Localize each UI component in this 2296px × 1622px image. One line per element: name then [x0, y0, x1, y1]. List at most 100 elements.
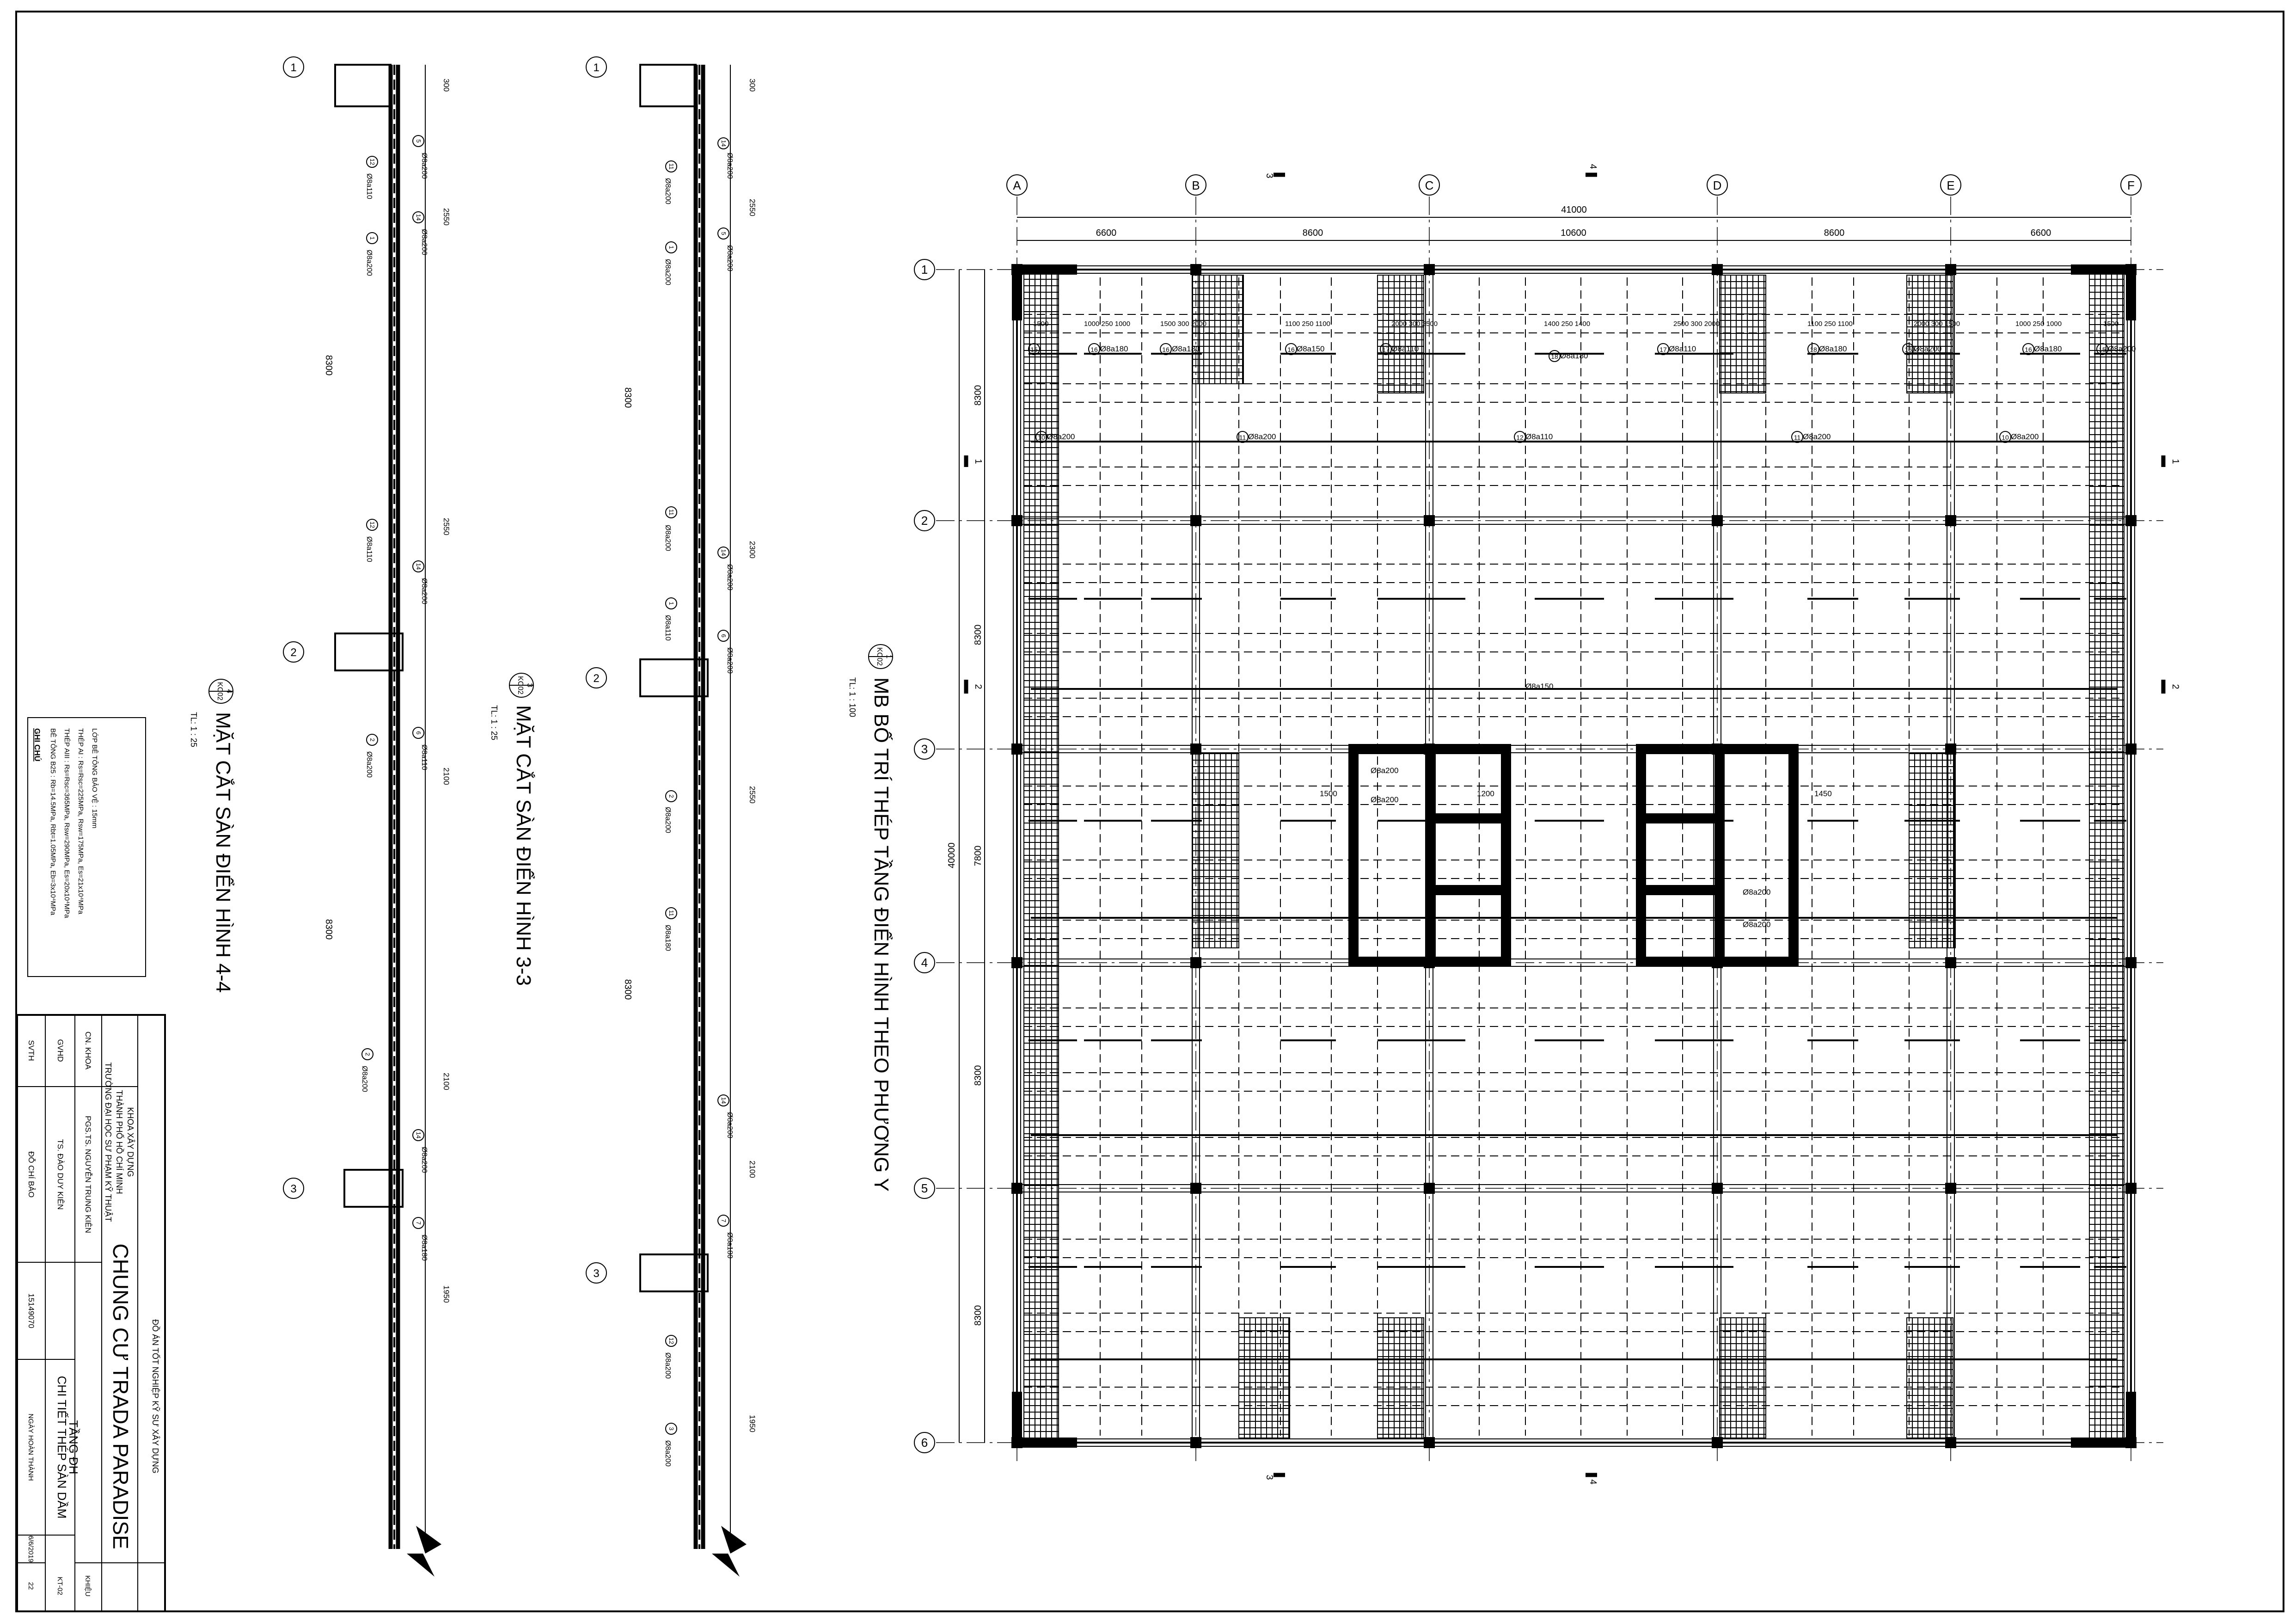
- sheet-number: 22: [27, 1582, 35, 1590]
- column: [2125, 1437, 2137, 1448]
- sheet-label: KHIỆU: [84, 1575, 92, 1597]
- dim-span-34: 7800: [973, 846, 983, 866]
- sec44-mark: 5: [415, 139, 422, 142]
- cut-mark-1-left: 1: [973, 459, 983, 464]
- plan-tag-top: KC02: [876, 647, 883, 666]
- sec33-mark: 14: [720, 549, 727, 556]
- rebar-mesh: [1192, 275, 1244, 384]
- sec44-mark: 6: [415, 731, 422, 734]
- column: [1712, 515, 1723, 526]
- column: [1190, 1437, 1201, 1448]
- bar-label: Ø8a180: [2034, 344, 2062, 353]
- axis-label-1: 1: [921, 263, 928, 276]
- sec33-mark: 2: [668, 794, 675, 798]
- dim-span-ab: 6600: [1096, 228, 1117, 238]
- sec33-dim: 300: [748, 79, 757, 92]
- column: [1190, 515, 1201, 526]
- plan-title: MB BỐ TRÍ THÉP TẦNG ĐIỂN HÌNH THEO PHƯƠN…: [870, 677, 894, 1192]
- sec33-grid-2: 2: [593, 672, 599, 685]
- sec44-scale: TL: 1 : 25: [189, 712, 198, 747]
- sec33-bar: Ø8a200: [664, 807, 672, 833]
- date-label: NGÀY HOÀN THÀNH: [27, 1413, 35, 1481]
- column: [1190, 743, 1201, 755]
- plan-scale: TL: 1 : 100: [848, 677, 857, 717]
- column: [1945, 957, 1956, 968]
- break-arrow: [712, 1526, 747, 1577]
- column: [1945, 743, 1956, 755]
- rebar-mesh: [1719, 275, 1766, 393]
- cut-mark-3-bottom: 3: [1264, 1475, 1274, 1480]
- section-3-3: 1 2 3 8300 8300 300 2550 2300 2550 2100 …: [490, 56, 757, 1577]
- plan-tag-bottom: 1: [885, 655, 893, 659]
- sec33-grid-1: 1: [593, 61, 599, 74]
- sec44-bar: Ø8a200: [361, 1066, 368, 1092]
- end-beam: [639, 64, 697, 107]
- bar-label: Ø8a180: [1172, 344, 1200, 353]
- axis-label-b: B: [1192, 178, 1200, 192]
- strip-dim: 1500 300 2000: [1160, 320, 1206, 328]
- sec44-grid-2: 2: [290, 646, 296, 659]
- sec33-bars: 11 Ø8a200 14 Ø8a200 1 Ø8a200 5 Ø8a200 11…: [664, 137, 734, 1467]
- column: [1011, 957, 1022, 968]
- rebar-mesh: [1023, 272, 1059, 1438]
- sec33-mark: 3: [668, 1427, 675, 1430]
- sec33-bar: Ø8a200: [664, 1440, 672, 1467]
- strip-dim: 1500: [1033, 320, 1048, 328]
- sec33-grid-3: 3: [593, 1267, 599, 1280]
- rebar-mesh: [1909, 753, 1956, 948]
- dim-total-x: 41000: [1561, 205, 1587, 215]
- axis-label-4: 4: [921, 956, 928, 970]
- column: [2125, 957, 2137, 968]
- sec44-bar: Ø8a110: [420, 744, 428, 770]
- plan-gridlines: [936, 197, 2163, 1461]
- column: [1011, 743, 1022, 755]
- student-id: 15149070: [27, 1293, 36, 1328]
- mark-number: 11: [1794, 434, 1801, 441]
- core-dim: 1500: [1320, 789, 1337, 798]
- mark-number: 15: [1030, 346, 1038, 353]
- beam-section: [343, 1169, 404, 1208]
- sec33-bar: Ø8a180: [726, 1232, 734, 1259]
- mark-number: 16: [1090, 346, 1098, 353]
- bar-label: Ø8a200: [1371, 766, 1399, 775]
- strip-dim: 2000 300 1500: [1914, 320, 1960, 328]
- student-label: SVTH: [27, 1040, 36, 1061]
- mesh-frame: [1192, 275, 1244, 384]
- column: [1945, 515, 1956, 526]
- column: [1011, 1183, 1022, 1194]
- axis-label-3: 3: [921, 742, 928, 756]
- sec44-tag-top: KC02: [216, 682, 224, 700]
- notes-heading: GHI CHÚ: [33, 728, 42, 762]
- rebar-mesh: [1192, 753, 1239, 948]
- plan-body: [1011, 264, 2137, 1448]
- bar-label: Ø8a200: [2011, 432, 2039, 441]
- rebar-mesh: [1719, 1317, 1766, 1438]
- faculty-name: KHOA XÂY DỰNG: [126, 1107, 135, 1177]
- bar-label: Ø8a200: [1743, 888, 1771, 897]
- sec33-mark: 1: [668, 246, 675, 249]
- sec33-bar: Ø8a200: [664, 259, 672, 285]
- mark-number: 10: [1038, 434, 1045, 441]
- column: [1190, 1183, 1201, 1194]
- slab-outline: [1016, 269, 2132, 1444]
- university-city: THÀNH PHỐ HỒ CHÍ MINH: [115, 1090, 124, 1194]
- column: [1945, 1183, 1956, 1194]
- sec33-dims: 300 2550 2300 2550 2100 1950: [748, 79, 757, 1432]
- dim-span-ef: 6600: [2031, 228, 2051, 238]
- strip-dim: 2000 300 2500: [1391, 320, 1438, 328]
- mark-number: 17: [1659, 346, 1667, 353]
- bar-label: Ø8a110: [1669, 344, 1696, 353]
- mark-number: 16: [1904, 346, 1912, 353]
- mark-number: 15: [2099, 346, 2106, 353]
- column: [1424, 1183, 1435, 1194]
- notes-line: LỚP BÊ TÔNG BẢO VỆ : 15mm: [91, 728, 98, 829]
- rebar-mesh: [1377, 1317, 1424, 1438]
- beam-section: [639, 658, 709, 697]
- sec33-mark: 14: [720, 1097, 727, 1104]
- dim-span-cd: 10600: [1561, 228, 1586, 238]
- strip-dim: 1000 250 1000: [1084, 320, 1130, 328]
- column: [1945, 1437, 1956, 1448]
- mark-number: 10: [2002, 434, 2009, 441]
- sec33-mark: 12: [668, 1338, 675, 1344]
